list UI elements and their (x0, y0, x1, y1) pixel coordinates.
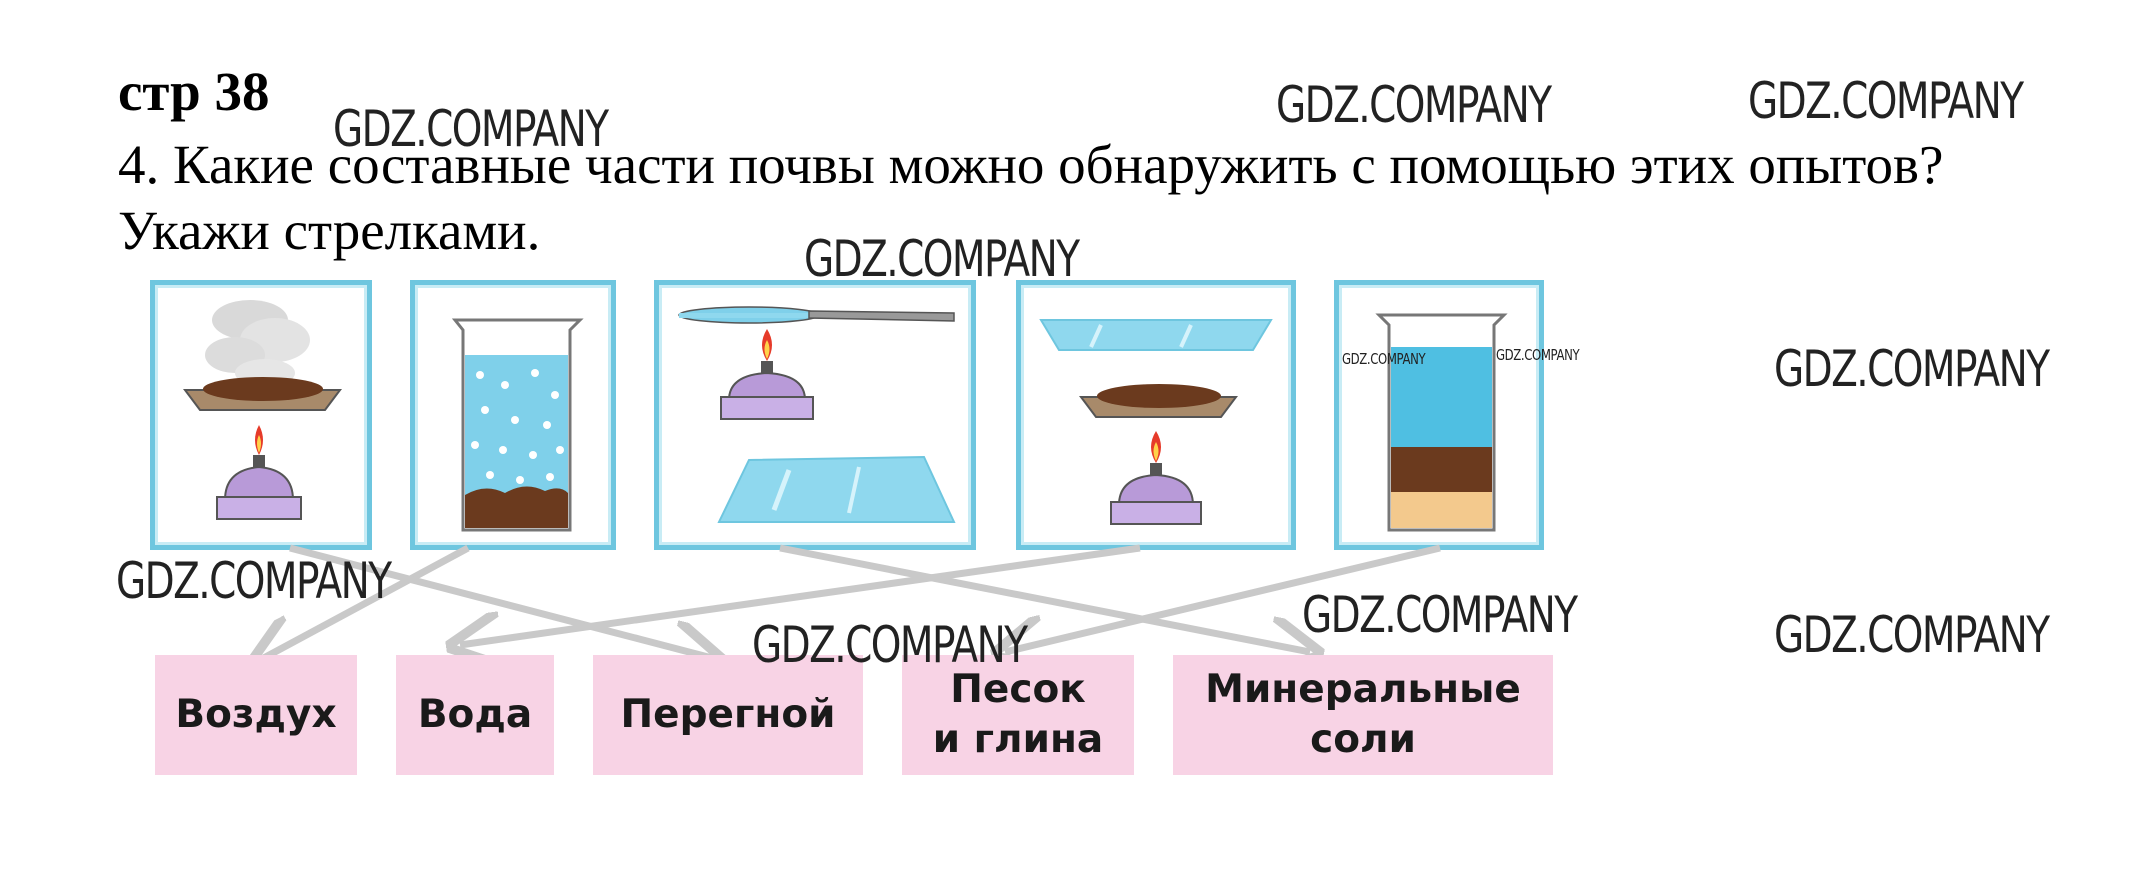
arrow-exp5-to-component4 (1005, 544, 1441, 652)
watermark: GDZ.COMPANY (1774, 606, 2050, 664)
component-air: Воздух (155, 655, 357, 775)
watermark: GDZ.COMPANY (1748, 72, 2024, 130)
smoke-soil-burner-illustration (183, 300, 342, 520)
arrow-exp3-to-component5 (779, 544, 1310, 652)
component-mineral-salts: Минеральные соли (1173, 655, 1553, 775)
arrow-exp4-to-component2 (460, 544, 1141, 645)
watermark: GDZ.COMPANY (333, 100, 609, 158)
experiment-heating-glass (654, 280, 976, 550)
arrow-exp2-to-component1 (260, 544, 470, 660)
watermark: GDZ.COMPANY (116, 552, 392, 610)
question-line-1: 4. Какие составные части почвы можно обн… (118, 134, 1944, 195)
beaker-water-bubbles-illustration (451, 318, 584, 532)
component-water: Вода (396, 655, 554, 775)
component-sand-and-clay: Песок и глина (902, 655, 1134, 775)
experiment-heating-soil-smoke (150, 280, 372, 550)
watermark: GDZ.COMPANY (752, 616, 1028, 674)
experiment-soil-under-glass (1016, 280, 1296, 550)
arrow-exp1-to-component3 (289, 544, 712, 658)
page-number-label: стр 38 (118, 61, 270, 122)
soil-burner-glass-illustration (1039, 319, 1273, 525)
glass-over-burner-illustration (678, 306, 956, 523)
watermark: GDZ.COMPANY (804, 230, 1080, 288)
experiment-soil-in-water (410, 280, 616, 550)
watermark: GDZ.COMPANY (1496, 346, 1580, 364)
watermark: GDZ.COMPANY (1276, 76, 1552, 134)
question-text: 4. Какие составные части почвы можно обн… (118, 132, 2148, 264)
watermark: GDZ.COMPANY (1302, 586, 1578, 644)
question-line-2: Укажи стрелками. (118, 200, 541, 261)
component-humus: Перегной (593, 655, 863, 775)
watermark: GDZ.COMPANY (1342, 350, 1426, 368)
layered-beaker-illustration (1375, 313, 1508, 532)
watermark: GDZ.COMPANY (1774, 340, 2050, 398)
